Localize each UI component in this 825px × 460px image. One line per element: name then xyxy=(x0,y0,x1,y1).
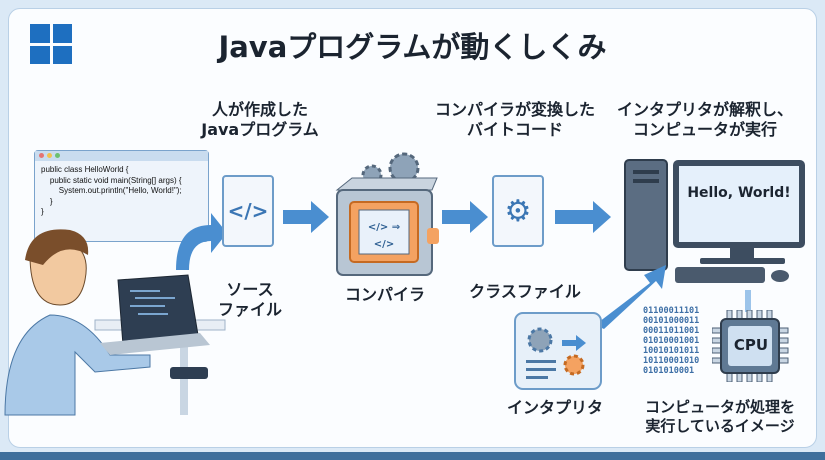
svg-text:</> ⇒: </> ⇒ xyxy=(368,222,400,233)
caption-line: コンパイラが変換した xyxy=(434,100,595,119)
svg-text:</>: </> xyxy=(374,239,394,250)
caption-line: インタプリタが解釈し、 xyxy=(616,100,793,119)
cpu-caption: コンピュータが処理を実行しているイメージ xyxy=(620,398,820,436)
arrow-to-classfile xyxy=(442,201,488,233)
windows-logo-icon xyxy=(30,24,72,64)
source-label: ソースファイル xyxy=(205,280,295,320)
caption-line: 人が作成した xyxy=(211,100,308,119)
caption-line: 実行しているイメージ xyxy=(645,416,795,435)
compiler-machine-icon: </> ⇒ </> xyxy=(335,152,439,276)
caption-line: コンピュータが処理を xyxy=(644,398,795,416)
caption-line: バイトコード xyxy=(466,120,563,139)
interpreter-label: インタプリタ xyxy=(506,398,603,417)
label-line: ファイル xyxy=(217,300,282,319)
caption-line: Javaプログラム xyxy=(201,120,319,139)
screen-text: Hello, World! xyxy=(687,185,791,201)
bottom-stripe xyxy=(0,452,825,460)
interpreter-caption: インタプリタが解釈し、コンピュータが実行 xyxy=(605,100,805,140)
code-text: public class HelloWorld { public static … xyxy=(41,165,182,216)
source-file-icon: </> xyxy=(222,175,274,247)
arrow-up-from-interpreter xyxy=(595,265,666,329)
diagram-title: Javaプログラムが動くしくみ xyxy=(218,30,607,64)
code-window: public class HelloWorld { public static … xyxy=(34,150,209,242)
class-file-gear-icon: ⚙ xyxy=(492,175,544,247)
connector-line xyxy=(745,290,751,312)
interpreter-icon xyxy=(514,312,602,390)
computer-icon xyxy=(624,159,805,283)
person-laptop-illustration xyxy=(4,229,226,416)
arrow-to-computer xyxy=(555,201,611,233)
class-file-label: クラスファイル xyxy=(469,282,581,301)
label-line: ソース xyxy=(226,280,274,299)
cpu-label: CPU xyxy=(733,336,769,354)
compiler-label: コンパイラ xyxy=(344,285,425,304)
bytecode-caption: コンパイラが変換したバイトコード xyxy=(430,100,600,140)
arrow-to-compiler xyxy=(283,201,329,233)
curved-arrow-icon xyxy=(176,213,227,270)
binary-stream: 01100011101 00101000011 00011011001 0101… xyxy=(643,306,700,376)
caption-line: コンピュータが実行 xyxy=(632,120,777,139)
cpu-chip-icon xyxy=(712,310,789,382)
